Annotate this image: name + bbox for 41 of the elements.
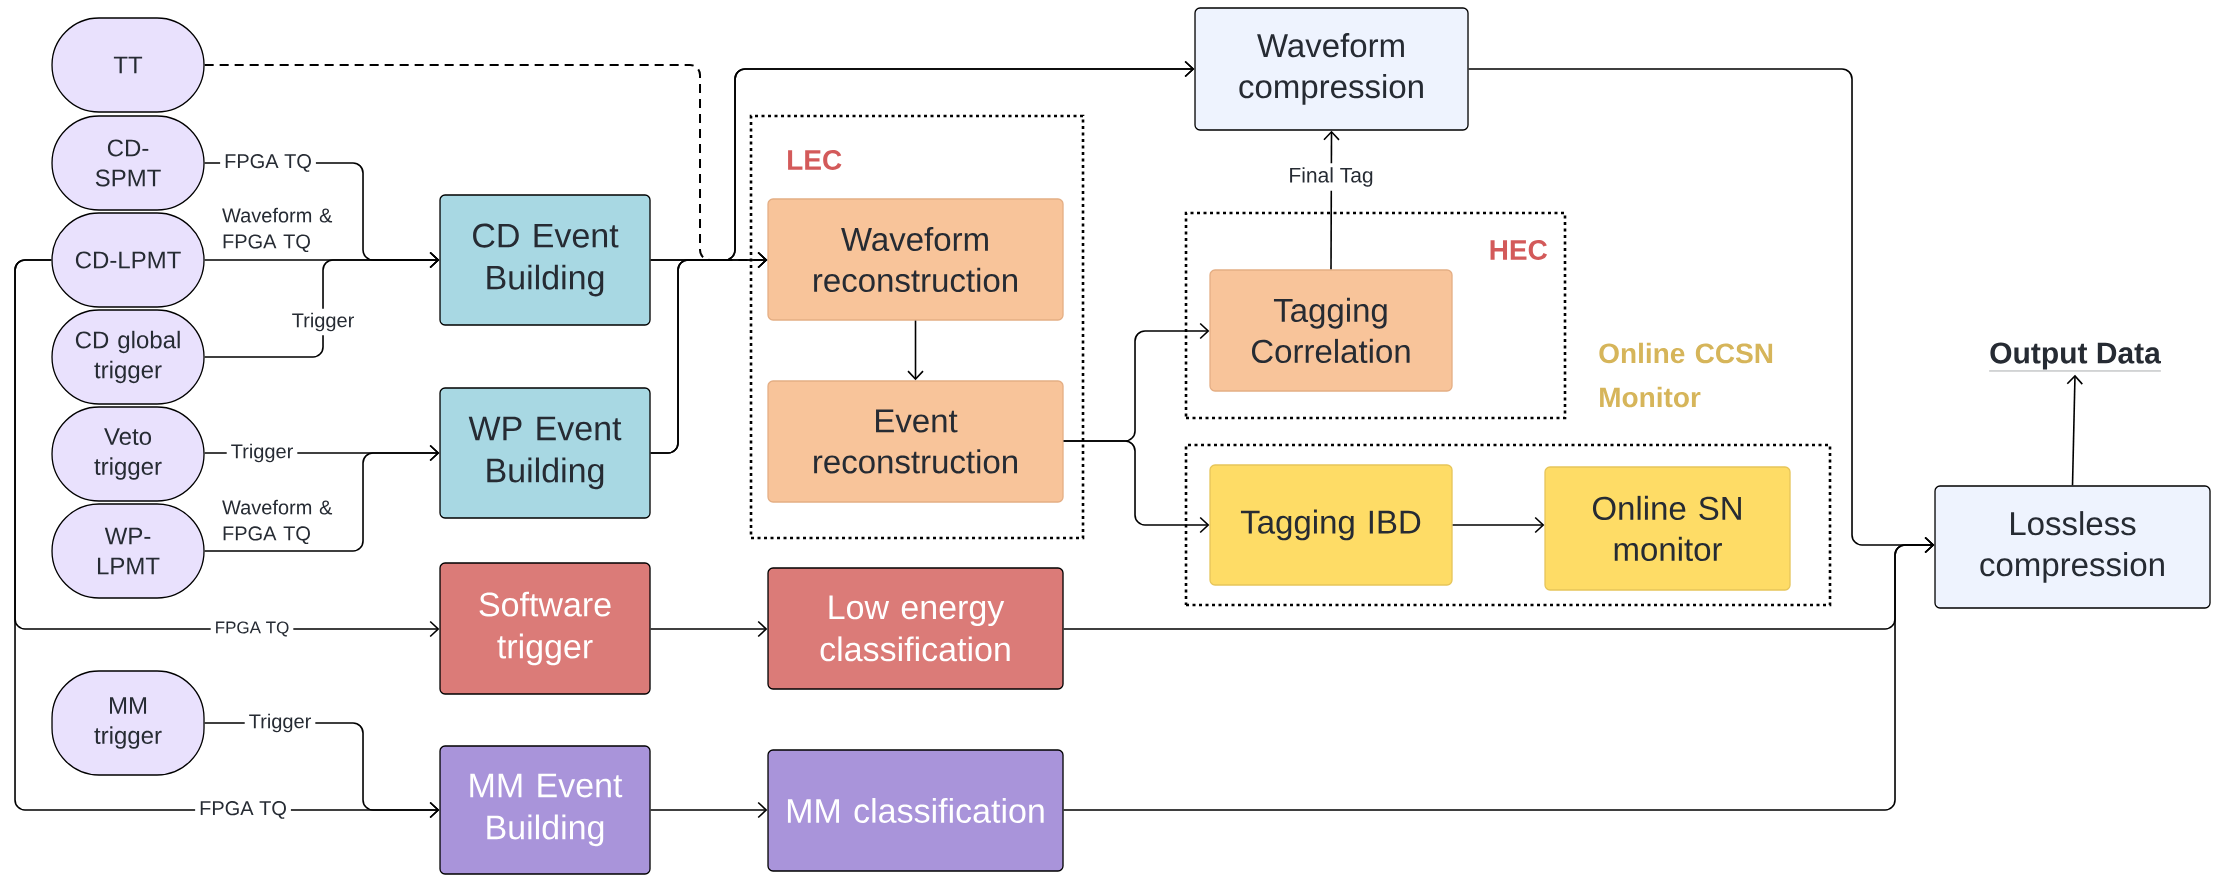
edge-label: FPGA TQ bbox=[210, 617, 294, 641]
source-stadium: MM trigger bbox=[51, 670, 205, 776]
process-box: WP Event Building bbox=[439, 387, 651, 519]
process-box: Tagging Correlation bbox=[1209, 269, 1453, 392]
edge-label: FPGA TQ bbox=[220, 150, 316, 176]
arrow bbox=[2066, 374, 2084, 487]
source-stadium: CD-SPMT bbox=[51, 115, 205, 211]
process-box: Event reconstruction bbox=[767, 380, 1064, 503]
edge-label: Trigger bbox=[226, 439, 298, 467]
arrow bbox=[649, 60, 1195, 454]
arrow bbox=[1062, 536, 1935, 811]
edge-label: Final Tag bbox=[1284, 163, 1378, 191]
process-box: Waveform compression bbox=[1194, 7, 1469, 131]
edge-label: Waveform & FPGA TQ bbox=[222, 207, 333, 253]
arrow bbox=[203, 444, 440, 552]
process-box: Waveform reconstruction bbox=[767, 198, 1064, 321]
process-box: MM Event Building bbox=[439, 745, 651, 875]
edge-label: FPGA TQ bbox=[195, 797, 291, 823]
source-stadium: CD global trigger bbox=[51, 309, 205, 405]
process-box: Low energy classification bbox=[767, 567, 1064, 690]
process-box: Software trigger bbox=[439, 562, 651, 695]
process-box: MM classification bbox=[767, 749, 1064, 872]
source-stadium: WP-LPMT bbox=[51, 503, 205, 599]
arrow bbox=[1451, 516, 1545, 534]
source-stadium: CD-LPMT bbox=[51, 212, 205, 308]
process-box: CD Event Building bbox=[439, 194, 651, 326]
arrow bbox=[203, 251, 440, 358]
process-box: Online SN monitor bbox=[1544, 466, 1791, 591]
source-stadium: TT bbox=[51, 17, 205, 113]
arrow bbox=[649, 801, 768, 819]
edge-label: Waveform & FPGA TQ bbox=[222, 499, 333, 545]
node-label: Online CCSN Monitor bbox=[1599, 342, 1773, 408]
source-stadium: Veto trigger bbox=[51, 406, 205, 502]
arrow bbox=[1062, 440, 1210, 534]
arrow bbox=[649, 620, 768, 638]
output-heading: Output Data bbox=[1989, 342, 2162, 372]
edge-label: Trigger bbox=[287, 308, 359, 336]
edge-label: Trigger bbox=[244, 709, 316, 737]
process-box: Tagging IBD bbox=[1209, 464, 1453, 586]
process-box: Lossless compression bbox=[1934, 485, 2211, 609]
arrow bbox=[907, 319, 924, 381]
